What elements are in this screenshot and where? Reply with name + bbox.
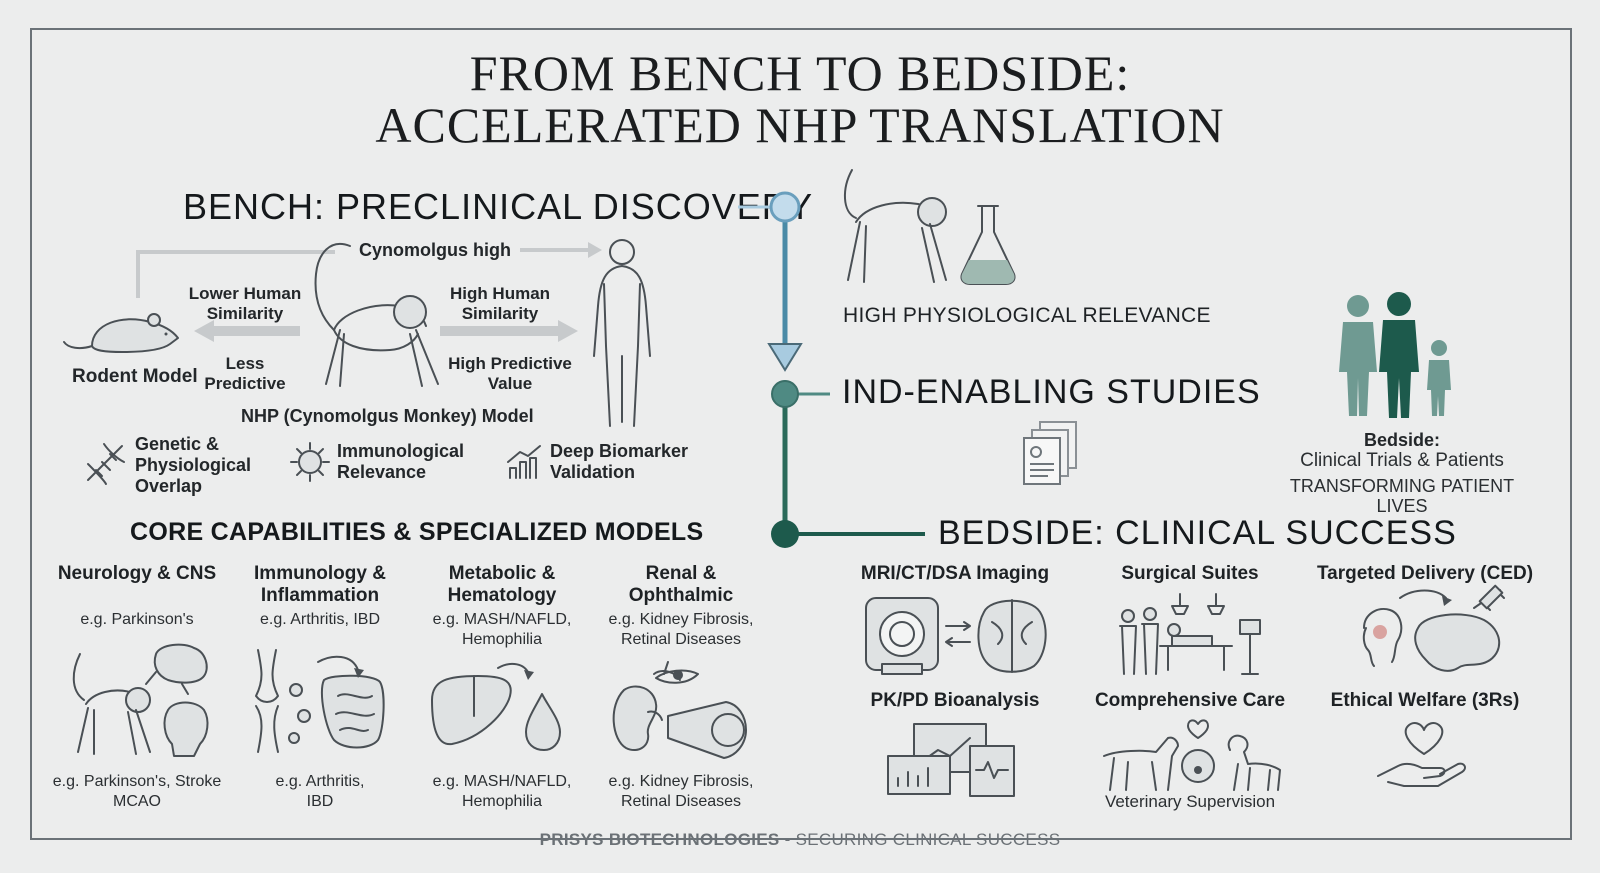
- rodent-icon: [63, 313, 179, 353]
- footer-brand: PRISYS BIOTECHNOLOGIES: [539, 830, 780, 849]
- capability-bottom-caption: e.g. MASH/NAFLD, Hemophilia: [432, 773, 572, 810]
- monkey-flask-icon: [844, 169, 1016, 285]
- bench-heading: BENCH: PRECLINICAL DISCOVERY: [183, 186, 814, 227]
- mri-scanner-icon: [865, 597, 1047, 675]
- clinical-item-title: Ethical Welfare (3Rs): [1330, 690, 1520, 711]
- bedside-card-line-1: Clinical Trials & Patients: [1300, 450, 1504, 471]
- lower-similarity-label: Lower Human Similarity: [188, 284, 302, 323]
- main-title-line-1: FROM BENCH TO BEDSIDE:: [469, 45, 1131, 101]
- capability-title: Immunology & Inflammation: [254, 563, 386, 606]
- high-predictive-label: High Predictive Value: [448, 354, 572, 393]
- capability-title: Renal & Ophthalmic: [628, 563, 734, 606]
- cynomolgus-arrow-label: Cynomolgus high: [359, 240, 511, 260]
- clinical-item-title: Surgical Suites: [1121, 563, 1259, 584]
- surgical-suite-icon: [1119, 593, 1261, 675]
- heart-hand-icon: [1377, 722, 1466, 787]
- targeted-delivery-icon: [1362, 584, 1505, 672]
- dna-icon: [87, 443, 125, 485]
- footer-tagline: - SECURING CLINICAL SUCCESS: [779, 830, 1061, 849]
- capability-example: e.g. Arthritis, IBD: [259, 611, 381, 628]
- bar-chart-icon: [507, 445, 541, 479]
- nhp-model-label: NHP (Cynomolgus Monkey) Model: [241, 406, 534, 426]
- capability-bottom-caption: e.g. Arthritis, IBD: [275, 773, 365, 810]
- capability-bottom-caption: e.g. Kidney Fibrosis, Retinal Diseases: [608, 773, 754, 810]
- clinical-item-title: Comprehensive Care: [1094, 690, 1286, 711]
- monitors-icon: [887, 723, 1015, 797]
- outer-frame: [30, 28, 1572, 840]
- capability-example: e.g. MASH/NAFLD, Hemophilia: [432, 611, 572, 648]
- capability-title: Neurology & CNS: [57, 563, 217, 584]
- bedside-card-title: Bedside:: [1363, 430, 1441, 450]
- monkey-icon: [314, 243, 439, 387]
- veterinary-caption: Veterinary Supervision: [1104, 792, 1276, 811]
- main-title-line-2: ACCELERATED NHP TRANSLATION: [375, 97, 1225, 153]
- clinical-item-title: MRI/CT/DSA Imaging: [860, 563, 1050, 584]
- neuro-monkey-brain-icon: [72, 643, 209, 757]
- high-similarity-label: High Human Similarity: [449, 284, 551, 323]
- capability-example: e.g. Parkinson's: [80, 611, 194, 628]
- dogs-icon: [1103, 719, 1281, 791]
- bedside-card-line-2: TRANSFORMING PATIENT LIVES: [1289, 476, 1515, 516]
- capability-example: e.g. Kidney Fibrosis, Retinal Diseases: [608, 611, 754, 648]
- clinical-item-title: PK/PD Bioanalysis: [870, 690, 1040, 711]
- liver-drop-icon: [431, 662, 561, 751]
- capability-title: Metabolic & Hematology: [447, 563, 557, 606]
- clinical-item-title: Targeted Delivery (CED): [1316, 563, 1534, 584]
- joint-intestine-icon: [255, 649, 385, 753]
- physiological-relevance-label: HIGH PHYSIOLOGICAL RELEVANCE: [843, 304, 1211, 327]
- document-stack-icon: [1023, 421, 1077, 485]
- biomarker-validation-label: Deep Biomarker Validation: [550, 441, 689, 482]
- human-icon: [593, 239, 651, 427]
- bedside-heading: BEDSIDE: CLINICAL SUCCESS: [938, 514, 1457, 552]
- immunological-relevance-label: Immunological Relevance: [337, 441, 465, 482]
- less-predictive-label: Less Predictive: [204, 354, 286, 393]
- kidney-eye-icon: [612, 661, 747, 759]
- footer: PRISYS BIOTECHNOLOGIES - SECURING CLINIC…: [0, 830, 1600, 850]
- virus-icon: [290, 442, 330, 482]
- capability-bottom-caption: e.g. Parkinson's, Stroke MCAO: [52, 773, 222, 810]
- genetic-overlap-label: Genetic & Physiological Overlap: [135, 434, 252, 496]
- ind-enabling-heading: IND-ENABLING STUDIES: [842, 373, 1261, 411]
- capabilities-heading: CORE CAPABILITIES & SPECIALIZED MODELS: [130, 518, 704, 546]
- rodent-model-label: Rodent Model: [72, 366, 198, 387]
- family-icon: [1339, 292, 1451, 418]
